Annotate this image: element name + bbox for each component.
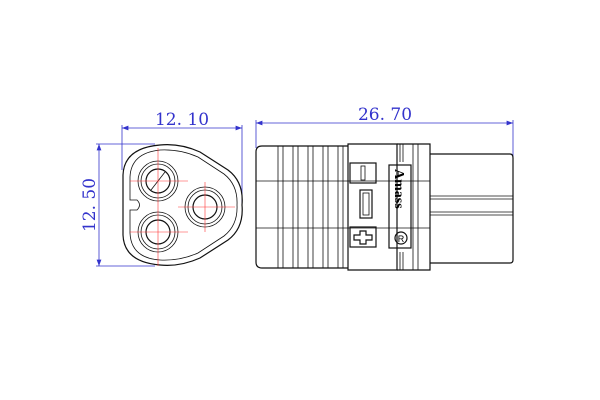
centerlines xyxy=(130,148,235,266)
connector-front-view xyxy=(122,144,243,266)
length-dimension-label: 26. 70 xyxy=(358,105,412,125)
grip-ribs xyxy=(277,146,344,268)
length-dimension: 26. 70 xyxy=(255,105,514,160)
brand-logo: Amass R xyxy=(388,164,412,249)
registered-mark: R xyxy=(398,234,405,244)
plus-symbol-box xyxy=(349,226,377,248)
connector-side-view: Amass R xyxy=(255,143,514,271)
width-dimension-label: 12. 10 xyxy=(155,110,209,130)
width-dimension: 12. 10 xyxy=(121,110,243,205)
minus-symbol-bar xyxy=(359,189,373,219)
height-dimension: 12. 50 xyxy=(80,143,155,267)
height-dimension-label: 12. 50 xyxy=(80,178,100,232)
brand-logo-text: Amass xyxy=(391,169,406,209)
minus-symbol-box xyxy=(349,162,377,184)
